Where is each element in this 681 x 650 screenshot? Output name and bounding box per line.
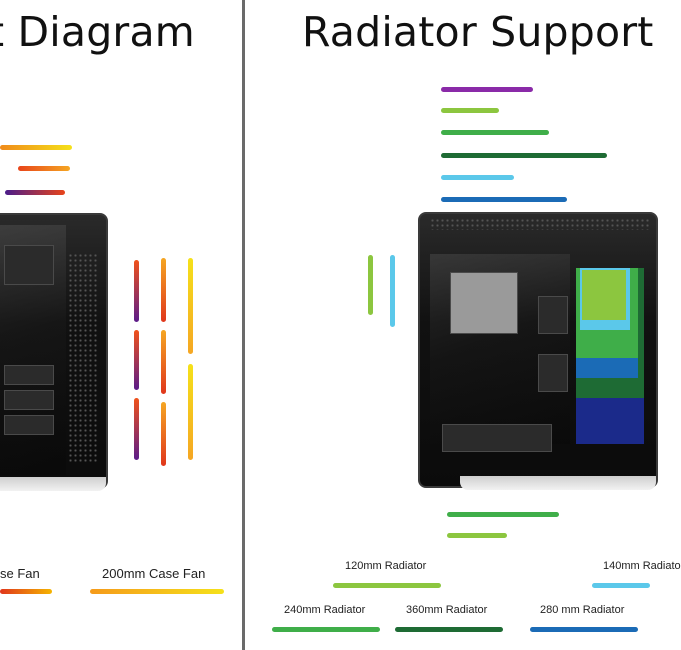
legend-bar-lightblue — [441, 175, 514, 180]
left-case-bay — [4, 245, 54, 285]
left-case-foot — [0, 477, 106, 491]
left-case-drive-1 — [4, 365, 54, 385]
label-200-fan: 200mm Case Fan — [102, 566, 206, 581]
fan-slot-2 — [538, 354, 568, 392]
label-140-rad: 140mm Radiato — [603, 560, 681, 572]
radiator-lightgreen — [582, 270, 626, 320]
label-120-rad: 120mm Radiator — [345, 560, 427, 572]
legend-bar-purple-fan — [5, 190, 65, 195]
left-case-drive-2 — [4, 390, 54, 410]
label-140-fan: se Fan — [0, 566, 40, 581]
bar-360-rad — [395, 627, 503, 632]
left-panel-title: t Diagram — [0, 8, 195, 56]
bar-280-rad — [530, 627, 638, 632]
fan-slot-1 — [538, 296, 568, 334]
panel-divider — [242, 0, 245, 650]
vertical-fan-bar-2a — [161, 258, 166, 322]
legend-bar-120-fan — [0, 145, 72, 150]
bar-200-fan — [90, 589, 224, 594]
vertical-fan-bar-1c — [134, 398, 139, 460]
vertical-fan-bar-2b — [161, 330, 166, 394]
legend-bar-green — [441, 130, 549, 135]
vertical-fan-bar-3b — [188, 364, 193, 460]
vertical-fan-bar-3a — [188, 258, 193, 354]
legend-bar-purple — [441, 87, 533, 92]
front-rad-bar-lightblue — [390, 255, 395, 327]
bottom-bar-lightgreen — [447, 533, 507, 538]
bottom-bar-green — [447, 512, 559, 517]
bar-140-fan — [0, 589, 52, 594]
label-240-rad: 240mm Radiator — [284, 604, 366, 616]
legend-bar-140-fan — [18, 166, 70, 171]
bar-140-rad — [592, 583, 650, 588]
right-case-top-mesh — [430, 218, 650, 230]
vertical-fan-bar-1a — [134, 260, 139, 322]
legend-bar-lightgreen — [441, 108, 499, 113]
bottom-shroud — [442, 424, 552, 452]
psu-block — [450, 272, 518, 334]
left-case-image — [0, 213, 108, 491]
right-case-image — [418, 212, 658, 490]
label-280-rad: 280 mm Radiator — [540, 604, 625, 616]
front-rad-bar-green — [368, 255, 373, 315]
left-case-drive-3 — [4, 415, 54, 435]
vertical-fan-bar-1b — [134, 330, 139, 390]
right-case-foot — [460, 476, 656, 490]
left-case-mesh — [68, 253, 98, 463]
label-360-rad: 360mm Radiator — [406, 604, 488, 616]
bar-240-rad — [272, 627, 380, 632]
legend-bar-blue — [441, 197, 567, 202]
bar-120-rad — [333, 583, 441, 588]
legend-bar-darkgreen — [441, 153, 607, 158]
right-panel-title: Radiator Support — [302, 8, 654, 56]
vertical-fan-bar-2c — [161, 402, 166, 466]
